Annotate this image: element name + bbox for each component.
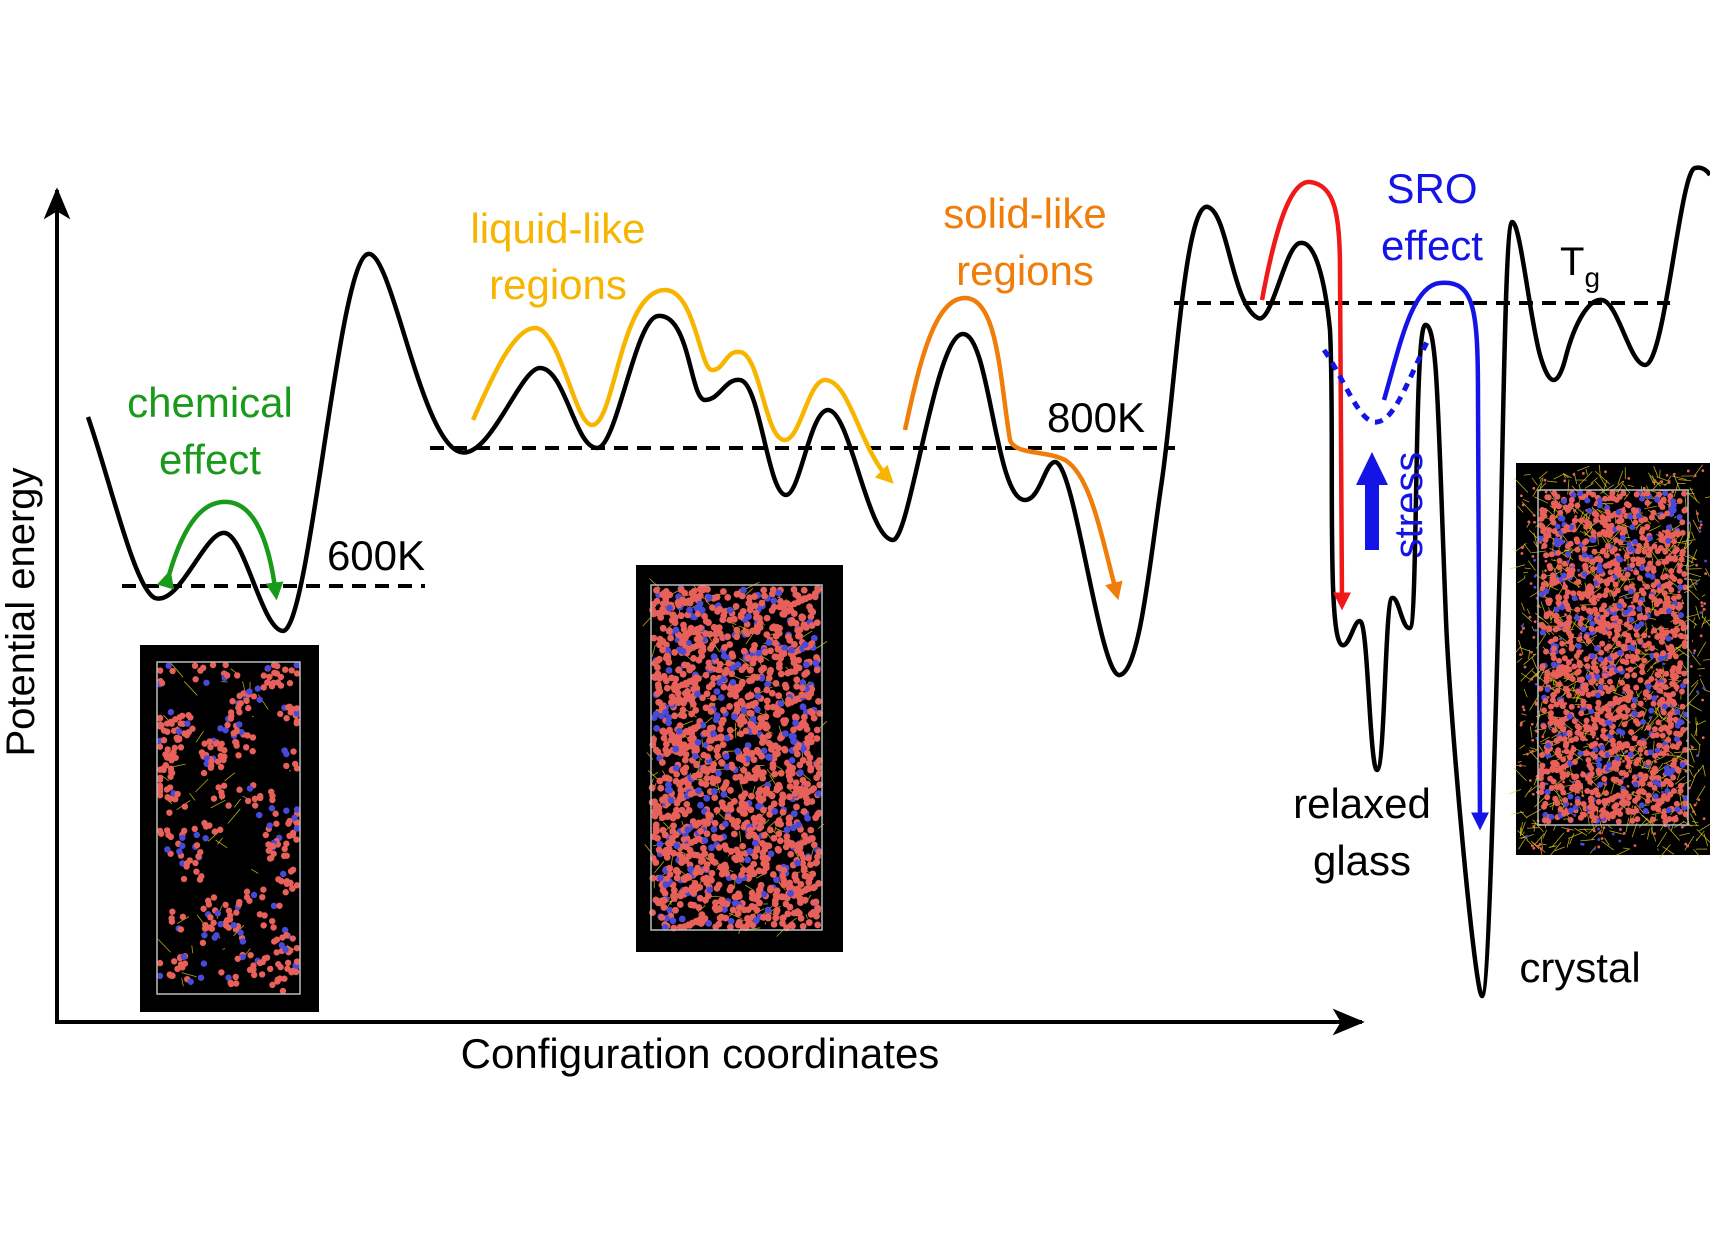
- snapshot-600k: [140, 645, 319, 1012]
- snapshot-800k: [636, 565, 843, 952]
- stress-arrow-head: [1356, 452, 1388, 485]
- liquid-label-line1: liquid-like: [470, 205, 645, 252]
- sro-label-line2: effect: [1381, 222, 1483, 269]
- sro-label-line1: SRO: [1386, 165, 1477, 212]
- snapshot-crystal: [1509, 463, 1710, 858]
- liquid-like-arrow: [473, 290, 890, 480]
- liquid-label-line2: regions: [489, 261, 627, 308]
- stress-label: stress: [1387, 452, 1431, 559]
- relaxed-label-line2: glass: [1313, 837, 1411, 884]
- x-axis-label: Configuration coordinates: [461, 1030, 940, 1077]
- solid-label-line1: solid-like: [943, 190, 1106, 237]
- temp-600k-label: 600K: [327, 532, 425, 579]
- y-axis-label: Potential energy: [0, 467, 43, 756]
- chemical-label-line1: chemical: [127, 379, 293, 426]
- solid-label-line2: regions: [956, 247, 1094, 294]
- chemical-label-line2: effect: [159, 436, 261, 483]
- relaxed-label-line1: relaxed: [1293, 780, 1431, 827]
- temp-800k-label: 800K: [1047, 394, 1145, 441]
- temp-tg-label: Tg: [1560, 240, 1600, 293]
- crystal-label: crystal: [1519, 944, 1640, 991]
- chemical-effect-arrow: [169, 502, 276, 595]
